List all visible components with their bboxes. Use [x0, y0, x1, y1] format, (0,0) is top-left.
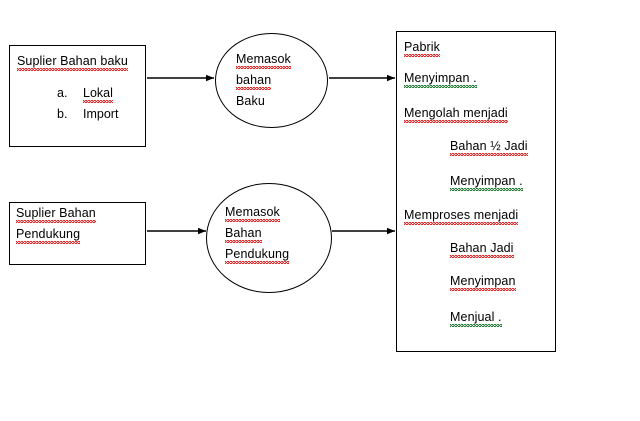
pabrik-line-3-text: Bahan ½ Jadi [450, 139, 528, 156]
memasok-bahan-pendukung-line-1-text: Bahan [225, 226, 262, 243]
list-label-import: Import [83, 107, 119, 121]
pabrik-line-7: Menyimpan [450, 274, 516, 291]
supplier-bahan-baku-item-1: b. Import [57, 107, 118, 121]
memasok-bahan-pendukung-line-2: Pendukung [225, 247, 290, 264]
node-memasok-bahan-pendukung [206, 183, 332, 293]
memasok-bahan-baku-line-0: Memasok [236, 52, 291, 69]
supplier-bahan-pendukung-line-0-text: Suplier Bahan [16, 206, 96, 223]
pabrik-line-6-text: Bahan Jadi [450, 241, 514, 258]
pabrik-line-8: Menjual . [450, 310, 502, 327]
memasok-bahan-baku-line-2-text: Baku [236, 94, 265, 108]
supplier-bahan-pendukung-line-0: Suplier Bahan [16, 206, 96, 223]
supplier-bahan-pendukung-line-1-text: Pendukung [16, 227, 81, 244]
node-supplier-bahan-pendukung [9, 202, 146, 265]
pabrik-line-5: Memproses menjadi [404, 208, 519, 225]
list-label-lokal: Lokal [83, 86, 113, 103]
node-supplier-bahan-baku [9, 45, 146, 147]
supplier-bahan-pendukung-line-1: Pendukung [16, 227, 81, 244]
supplier-bahan-baku-heading: Suplier Bahan baku [17, 54, 128, 71]
memasok-bahan-pendukung-line-0: Memasok [225, 205, 280, 222]
pabrik-line-4-text: Menyimpan . [450, 174, 523, 191]
supplier-bahan-baku-heading-text: Suplier Bahan baku [17, 54, 128, 71]
pabrik-line-0: Pabrik [404, 40, 441, 57]
memasok-bahan-pendukung-line-0-text: Memasok [225, 205, 280, 222]
pabrik-line-1-text: Menyimpan . [404, 71, 477, 88]
memasok-bahan-baku-line-1: bahan [236, 73, 272, 90]
memasok-bahan-pendukung-line-1: Bahan [225, 226, 262, 243]
pabrik-line-8-text: Menjual . [450, 310, 502, 327]
list-marker-a: a. [57, 86, 68, 100]
pabrik-line-7-text: Menyimpan [450, 274, 516, 291]
pabrik-line-4: Menyimpan . [450, 174, 523, 191]
memasok-bahan-pendukung-line-2-text: Pendukung [225, 247, 290, 264]
pabrik-line-2-text: Mengolah menjadi [404, 106, 508, 123]
memasok-bahan-baku-line-2: Baku [236, 94, 265, 108]
pabrik-line-3: Bahan ½ Jadi [450, 139, 528, 156]
memasok-bahan-baku-line-0-text: Memasok [236, 52, 291, 69]
pabrik-line-6: Bahan Jadi [450, 241, 514, 258]
pabrik-line-5-text: Memproses menjadi [404, 208, 519, 225]
list-marker-b: b. [57, 107, 68, 121]
pabrik-line-0-text: Pabrik [404, 40, 441, 57]
node-memasok-bahan-baku [215, 33, 328, 128]
memasok-bahan-baku-line-1-text: bahan [236, 73, 272, 90]
supplier-bahan-baku-item-0: a. Lokal [57, 86, 113, 103]
node-pabrik [396, 31, 556, 352]
pabrik-line-2: Mengolah menjadi [404, 106, 508, 123]
pabrik-line-1: Menyimpan . [404, 71, 477, 88]
